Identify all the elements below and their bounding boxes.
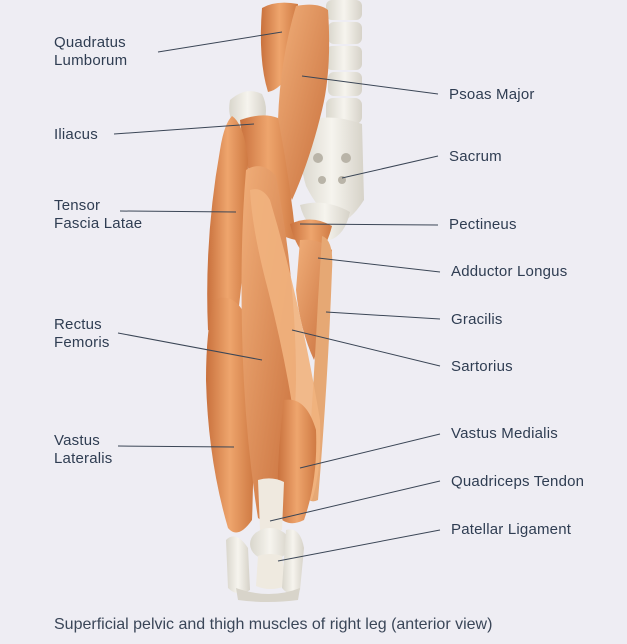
label-sacrum: Sacrum	[449, 148, 502, 165]
tensor-fascia-latae-shape	[207, 116, 248, 335]
psoas-major-shape	[278, 4, 330, 200]
label-line: Lumborum	[54, 52, 128, 69]
label-iliacus: Iliacus	[54, 126, 98, 144]
lumbar-spine	[326, 0, 362, 124]
leader-pectineus	[299, 223, 439, 226]
leader-quadratus-lumborum	[157, 31, 283, 53]
label-psoas-major: Psoas Major	[449, 86, 535, 103]
label-line: Lateralis	[54, 450, 113, 467]
label-line: Rectus	[54, 316, 102, 333]
leader-psoas-major	[301, 75, 439, 95]
label-quadriceps-tendon: Quadriceps Tendon	[451, 473, 585, 490]
sacrum-shape	[299, 117, 364, 224]
label-adductor-longus: Adductor Longus	[451, 263, 568, 280]
leader-patellar-ligament	[277, 529, 441, 562]
label-gracilis: Gracilis	[451, 311, 503, 328]
patellar-ligament-shape	[256, 554, 286, 589]
patella-shape	[250, 528, 290, 560]
leader-quadriceps-tendon	[269, 480, 441, 522]
leader-vastus-lateralis	[117, 445, 235, 448]
label-vastus-lateralis: Vastus Lateralis	[54, 432, 113, 468]
label-line: Fascia Latae	[54, 215, 143, 232]
label-line: Iliacus	[54, 126, 98, 143]
label-rectus-femoris: Rectus Femoris	[54, 316, 110, 352]
leader-sartorius	[291, 329, 441, 367]
label-patellar-ligament: Patellar Ligament	[451, 521, 572, 538]
label-tensor-fascia-latae: Tensor Fascia Latae	[54, 197, 142, 233]
figure-caption: Superficial pelvic and thigh muscles of …	[54, 616, 493, 633]
label-line: Tensor	[54, 197, 101, 214]
quadriceps-tendon-shape	[258, 478, 284, 532]
leader-tensor-fascia-latae	[119, 210, 237, 213]
leader-adductor-longus	[317, 257, 441, 273]
leader-vastus-medialis	[299, 433, 441, 469]
label-line: Femoris	[54, 334, 110, 351]
leader-lines	[113, 31, 441, 562]
label-sartorius: Sartorius	[451, 358, 513, 375]
label-vastus-medialis: Vastus Medialis	[451, 425, 558, 442]
label-line: Vastus	[54, 432, 100, 449]
leader-sacrum	[341, 155, 439, 179]
label-quadratus-lumborum: Quadratus Lumborum	[54, 34, 127, 70]
label-pectineus: Pectineus	[449, 216, 517, 233]
leader-iliacus	[113, 123, 255, 135]
leader-rectus-femoris	[117, 332, 263, 361]
vastus-medialis-shape	[277, 399, 317, 524]
label-line: Quadratus	[54, 34, 126, 51]
leader-gracilis	[325, 311, 441, 320]
